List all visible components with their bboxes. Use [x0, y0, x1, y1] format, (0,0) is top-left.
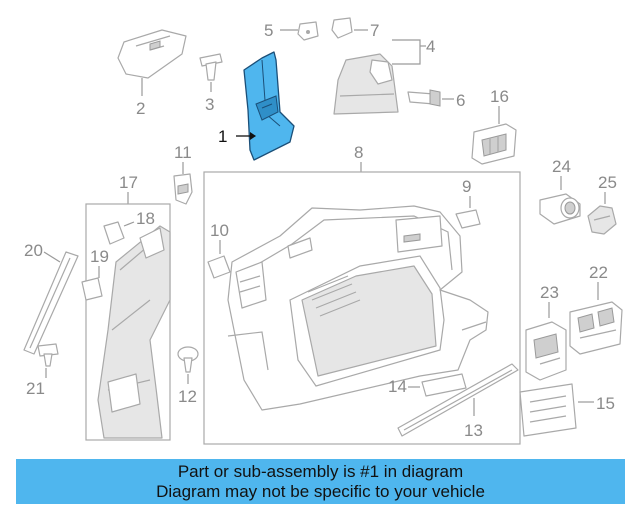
callout-10: 10 — [210, 221, 229, 240]
callout-4: 4 — [426, 37, 435, 56]
callout-9: 9 — [462, 177, 471, 196]
part-17-quarter-trim[interactable] — [97, 225, 171, 439]
part-19-clip[interactable] — [81, 277, 103, 301]
part-14-garnish[interactable] — [421, 373, 467, 397]
part-5-clip[interactable] — [297, 21, 319, 41]
part-25-cap[interactable] — [587, 205, 617, 235]
part-15-plate[interactable] — [519, 383, 577, 437]
part-9-clip[interactable] — [455, 209, 481, 229]
part-22-switch-panel[interactable] — [569, 301, 623, 355]
callout-3: 3 — [205, 95, 214, 114]
callout-1: 1 — [218, 127, 227, 146]
group-8-box — [203, 171, 521, 445]
callout-18: 18 — [136, 209, 155, 228]
callout-19: 19 — [90, 247, 109, 266]
callout-2: 2 — [136, 99, 145, 118]
part-7-clip[interactable] — [331, 17, 353, 39]
callout-20: 20 — [24, 241, 43, 260]
part-10-clip[interactable] — [207, 255, 231, 279]
callout-23: 23 — [540, 283, 559, 302]
callout-17: 17 — [119, 173, 138, 192]
part-8-quarter-trim-panel[interactable] — [227, 205, 489, 411]
callout-14: 14 — [388, 377, 407, 396]
callout-12: 12 — [178, 387, 197, 406]
part-4-trim-piece[interactable] — [333, 53, 399, 115]
callout-5: 5 — [264, 21, 273, 40]
callout-21: 21 — [26, 379, 45, 398]
part-11-clip[interactable] — [173, 173, 193, 205]
banner-line-2: Diagram may not be specific to your vehi… — [156, 481, 485, 501]
part-20-strip[interactable] — [23, 251, 79, 355]
callout-7: 7 — [370, 21, 379, 40]
group-17-box — [85, 203, 171, 441]
part-23-connector[interactable] — [525, 321, 567, 381]
part-18-clip[interactable] — [103, 221, 125, 245]
part-1-pillar-trim[interactable] — [243, 51, 295, 161]
banner-line-1: Part or sub-assembly is #1 in diagram — [177, 461, 464, 481]
callout-11: 11 — [174, 143, 192, 162]
part-24-power-socket[interactable] — [539, 193, 581, 225]
part-16-switch[interactable] — [471, 123, 517, 165]
callout-8: 8 — [354, 143, 363, 162]
callout-15: 15 — [596, 394, 615, 413]
part-2-bracket[interactable] — [117, 29, 187, 79]
callout-16: 16 — [490, 87, 509, 106]
callout-25: 25 — [598, 173, 617, 192]
callout-13: 13 — [464, 421, 483, 440]
part-13-sill-strip[interactable] — [397, 363, 519, 437]
callout-22: 22 — [589, 263, 608, 282]
part-12-push-pin[interactable] — [177, 346, 199, 373]
info-banner: Part or sub-assembly is #1 in diagram Di… — [16, 459, 625, 504]
part-3-clip[interactable] — [199, 53, 223, 81]
part-21-fastener[interactable] — [37, 343, 59, 367]
callout-6: 6 — [456, 91, 465, 110]
callout-24: 24 — [552, 157, 571, 176]
part-6-bolt[interactable] — [407, 89, 441, 107]
